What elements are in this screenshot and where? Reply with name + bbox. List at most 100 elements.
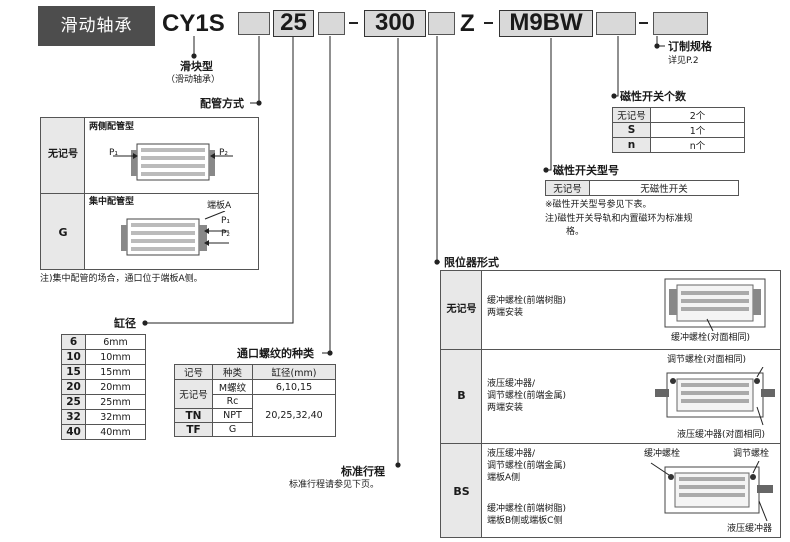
slot-stopper: [428, 12, 455, 35]
thread-type: NPT: [212, 408, 253, 423]
thread-type: Rc: [212, 394, 253, 409]
bore-size: 32mm: [85, 409, 146, 425]
stopper-b-drawing: [655, 367, 775, 426]
slot-switch: M9BW: [499, 10, 593, 37]
thread-code: TF: [174, 422, 213, 437]
switch-type-note2-cont: 格。: [566, 227, 585, 237]
stopper-code-bs: BS: [453, 485, 470, 498]
thread-code: TN: [174, 408, 213, 423]
end-plate-a-label: 端板A: [207, 201, 232, 211]
order-spec-ref: 详见P.2: [668, 56, 699, 66]
bore-size: 40mm: [85, 424, 146, 440]
piping-name-both: 两侧配管型: [89, 122, 135, 132]
slot-switch-count: [596, 12, 636, 35]
stopper-desc: 端板B侧或端板C侧: [487, 516, 563, 526]
slot-bore: 25: [273, 10, 314, 37]
stopper-desc: 调节螺栓(前端金属): [487, 391, 567, 401]
stopper-desc: 两端安装: [487, 403, 524, 413]
thread-type: M螺纹: [212, 379, 253, 395]
stopper-desc: 调节螺栓(前端金属): [487, 461, 567, 471]
port-p1-label: P₁: [109, 148, 119, 158]
thread-code: 无记号: [174, 379, 213, 409]
slot-order-spec: [653, 12, 708, 35]
bore-code: 10: [61, 349, 86, 365]
stopper-desc: 端板A侧: [487, 473, 521, 483]
stopper-caption: 调节螺栓: [733, 449, 770, 459]
stopper-caption: 调节螺栓(对面相同): [667, 355, 747, 365]
stroke-desc: 标准行程请参见下页。: [289, 480, 380, 490]
bore-size: 6mm: [85, 334, 146, 350]
stopper-caption: 液压缓冲器(对面相同): [677, 430, 766, 440]
stopper-desc: 两端安装: [487, 308, 524, 318]
thread-bore: 20,25,32,40: [252, 394, 336, 437]
thread-bore: 6,10,15: [252, 379, 336, 395]
switch-count-title: 磁性开关个数: [620, 90, 686, 103]
bore-code: 15: [61, 364, 86, 380]
cylinder-central-drawing: [121, 211, 229, 256]
bore-code: 6: [61, 334, 86, 350]
switch-type-note2: 注)磁性开关导轨和内置磁环为标准规: [545, 214, 693, 224]
bore-code: 32: [61, 409, 86, 425]
stopper-desc: 液压缓冲器/: [487, 379, 536, 389]
stopper-code-none: 无记号: [446, 304, 477, 315]
bore-size: 15mm: [85, 364, 146, 380]
stopper-desc: 液压缓冲器/: [487, 449, 536, 459]
thread-type: G: [212, 422, 253, 437]
bore-code: 40: [61, 424, 86, 440]
port-p2-label: P₂: [221, 229, 231, 239]
col-header: 缸径(mm): [252, 364, 336, 380]
port-thread-title: 通口螺纹的种类: [237, 347, 314, 360]
switch-type-title: 磁性开关型号: [553, 164, 619, 177]
switch-type-value: 无磁性开关: [589, 180, 739, 196]
bore-code: 25: [61, 394, 86, 410]
stopper-bs-drawing: [650, 461, 773, 522]
stopper-desc: 缓冲螺栓(前端树脂): [487, 296, 567, 306]
port-p2-label: P₂: [219, 148, 229, 158]
model-prefix: CY1S: [162, 10, 225, 37]
bore-size: 20mm: [85, 379, 146, 395]
series-title-box: 滑动轴承: [38, 6, 155, 46]
bore-size: 10mm: [85, 349, 146, 365]
slot-stroke: 300: [364, 10, 426, 37]
count-value: 1个: [650, 122, 745, 138]
stopper-none-drawing: [664, 278, 766, 332]
piping-code-none: 无记号: [48, 149, 78, 160]
piping-title: 配管方式: [200, 97, 244, 110]
letter-z: Z: [460, 10, 475, 37]
dash: [349, 22, 358, 24]
stopper-caption: 缓冲螺栓(对面相同): [671, 333, 751, 343]
stopper-caption: 液压缓冲器: [727, 524, 773, 534]
dash: [484, 22, 493, 24]
piping-code-g: G: [58, 226, 68, 239]
stopper-desc: 缓冲螺栓(前端树脂): [487, 504, 567, 514]
col-header: 记号: [174, 364, 213, 380]
bore-title: 缸径: [114, 317, 136, 330]
piping-note: 注)集中配管的场合，通口位于端板A侧。: [40, 274, 203, 284]
slider-type-sub: （滑动轴承）: [166, 75, 221, 85]
dash: [639, 22, 648, 24]
bore-code: 20: [61, 379, 86, 395]
col-header: 种类: [212, 364, 253, 380]
stopper-code-b: B: [457, 389, 466, 402]
count-code: S: [612, 122, 651, 138]
stopper-caption: 缓冲螺栓: [644, 449, 681, 459]
slot-port: [318, 12, 345, 35]
piping-name-central: 集中配管型: [89, 197, 135, 207]
stroke-title: 标准行程: [341, 465, 385, 478]
port-p1-label: P₁: [221, 216, 231, 226]
piping-table: 无记号 G 两侧配管型 集中配管型 P₁ P₂ 端板A P₁ P₂: [40, 117, 259, 270]
count-code: 无记号: [612, 107, 651, 123]
stopper-title: 限位器形式: [444, 256, 499, 269]
stopper-table: 无记号 缓冲螺栓(前端树脂) 两端安装 缓冲螺栓(对面相同) B 液压缓冲器/ …: [440, 270, 781, 538]
count-value: 2个: [650, 107, 745, 123]
switch-type-code: 无记号: [545, 180, 590, 196]
cylinder-both-side-drawing: [113, 143, 233, 181]
switch-type-table: 无记号无磁性开关: [545, 180, 739, 196]
count-value: n个: [650, 137, 745, 153]
bore-size: 25mm: [85, 394, 146, 410]
count-code: n: [612, 137, 651, 153]
slot-mounting: [238, 12, 270, 35]
